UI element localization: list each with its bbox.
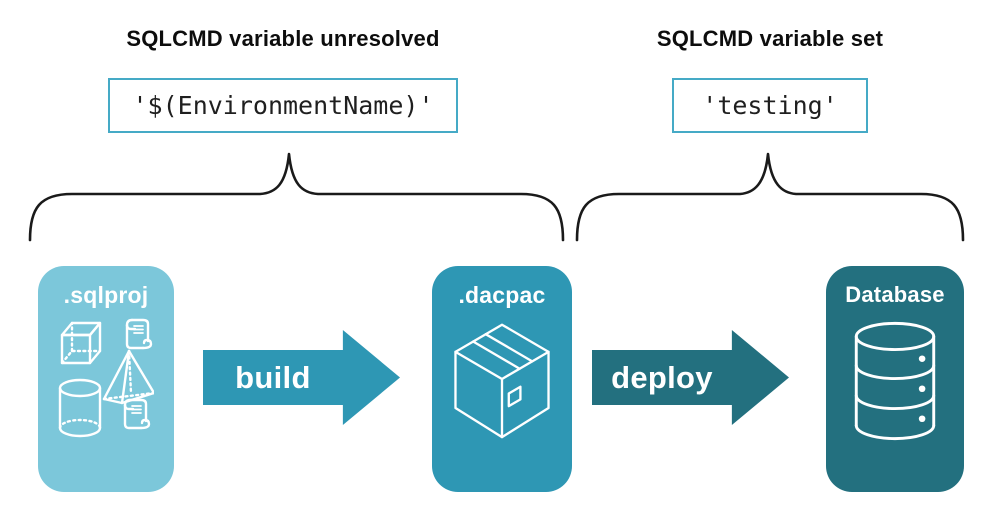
- stage-dacpac-label: .dacpac: [458, 282, 546, 308]
- deploy-arrow-label: deploy: [611, 359, 713, 395]
- stage-database: Database: [826, 266, 964, 492]
- database-dots: [918, 355, 926, 423]
- script-scroll-icon: [125, 318, 153, 350]
- stage-sqlproj-label: .sqlproj: [63, 282, 149, 308]
- script-scroll-icon: [123, 398, 151, 430]
- brace-group: [28, 152, 965, 242]
- package-box-icon: [454, 323, 550, 439]
- build-arrow: build: [203, 330, 400, 425]
- cube-icon: [60, 321, 102, 365]
- build-arrow-label: build: [235, 359, 311, 395]
- sql-project-objects-icon: [58, 318, 154, 438]
- stage-database-label: Database: [845, 282, 945, 307]
- stage-sqlproj: .sqlproj: [38, 266, 174, 492]
- database-cylinder-icon: [854, 321, 936, 441]
- stage-dacpac: .dacpac: [432, 266, 572, 492]
- right-brace-icon: [575, 152, 965, 242]
- annotation-unresolved: SQLCMD variable unresolved '$(Environmen…: [80, 24, 486, 133]
- annotation-unresolved-title: SQLCMD variable unresolved: [126, 26, 440, 51]
- left-brace-icon: [28, 152, 565, 242]
- annotation-unresolved-code: '$(EnvironmentName)': [108, 78, 458, 133]
- deploy-arrow: deploy: [592, 330, 789, 425]
- annotation-set: SQLCMD variable set 'testing': [600, 24, 940, 133]
- annotation-set-title: SQLCMD variable set: [656, 26, 884, 51]
- annotation-set-code: 'testing': [672, 78, 868, 133]
- pyramid-icon: [102, 349, 154, 405]
- cylinder-icon: [58, 378, 102, 438]
